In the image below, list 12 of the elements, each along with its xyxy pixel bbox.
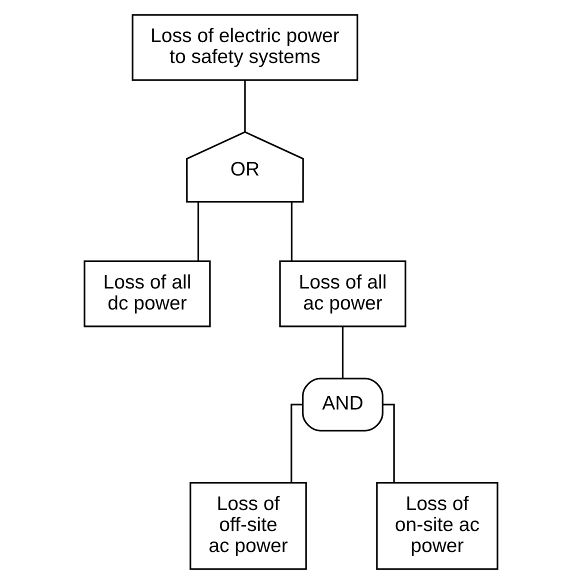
connector: [382, 404, 395, 482]
node-box: Loss of off-site ac power: [190, 482, 307, 570]
connector: [342, 326, 344, 378]
node-box: AND: [302, 378, 384, 432]
connector: [197, 202, 200, 261]
node-box: Loss of all ac power: [279, 260, 406, 328]
node-box: Loss of electric power to safety systems: [132, 14, 358, 81]
connector: [290, 404, 303, 482]
connector: [290, 202, 292, 261]
node-box: Loss of all dc power: [84, 260, 211, 328]
connector: [244, 80, 246, 132]
node-box: Loss of on-site ac power: [376, 482, 498, 570]
